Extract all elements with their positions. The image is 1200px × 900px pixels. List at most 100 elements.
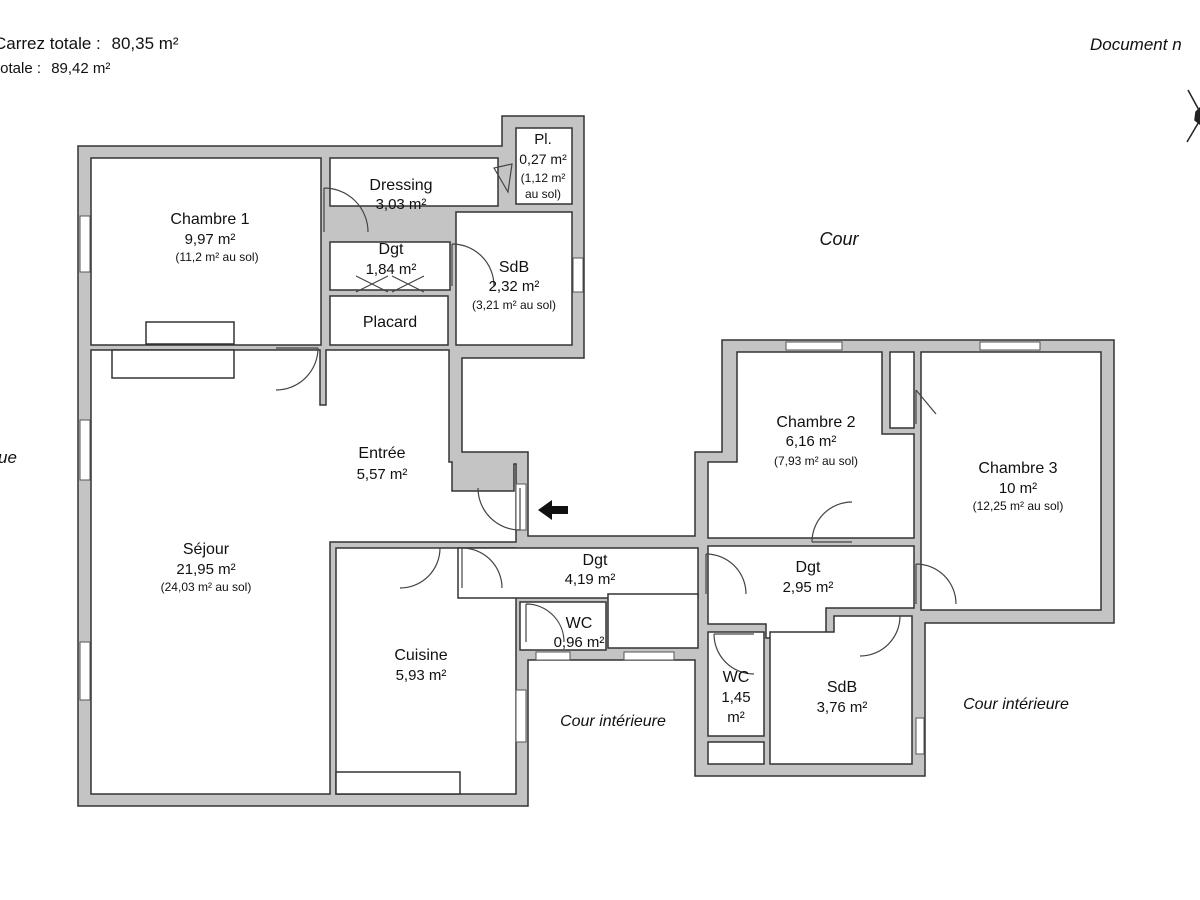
wc-right-name: WC: [723, 669, 750, 686]
cour-interieure-right-label: Cour intérieure: [963, 696, 1069, 713]
door-dgt-top-a: [355, 275, 389, 293]
carrez-total: Carrez totale : 80,35 m²: [0, 34, 179, 54]
sejour-name: Séjour: [183, 541, 230, 558]
door-chambre1: [275, 347, 319, 391]
sdb-top-area: 2,32 m²: [489, 278, 540, 295]
windows: [79, 215, 1041, 755]
room-wc-left: [519, 601, 607, 651]
room-closet-c3: [889, 351, 915, 429]
carrez-label: Carrez totale :: [0, 34, 101, 53]
window: [623, 651, 675, 661]
pl-floor1: (1,12 m²: [521, 171, 566, 185]
room-chambre1: [90, 157, 322, 346]
chambre2-name: Chambre 2: [776, 414, 855, 431]
entree-area: 5,57 m²: [357, 466, 408, 483]
door-chambre2: [811, 501, 853, 543]
chambre1-name: Chambre 1: [170, 211, 249, 228]
document-note: Document n: [1090, 35, 1182, 54]
room-placard-small: [515, 127, 573, 205]
room-chambre1-cabinet: [145, 321, 235, 345]
window: [515, 689, 527, 743]
door-wc-left: [525, 603, 565, 643]
chambre2-area: 6,16 m²: [786, 433, 837, 450]
wc-left-area: 0,96 m²: [554, 634, 605, 651]
cour-interieure-left-label: Cour intérieure: [560, 713, 666, 730]
doors: [275, 163, 957, 675]
door-dgt-right: [705, 553, 747, 595]
surface-total: totale : 89,42 m²: [0, 60, 110, 77]
window: [79, 641, 91, 701]
room-sdb-top: [455, 211, 573, 346]
room-chambre2: [707, 351, 915, 539]
door-entree: [477, 487, 521, 531]
door-sdb-bottom: [859, 615, 901, 657]
door-dgt-mid: [461, 547, 503, 589]
cour-label: Cour: [819, 229, 859, 249]
entree-name: Entrée: [358, 445, 405, 462]
door-chambre3: [915, 563, 957, 605]
chambre3-area: 10 m²: [999, 480, 1037, 497]
pl-area: 0,27 m²: [519, 151, 567, 167]
dgt-mid-area: 4,19 m²: [565, 571, 616, 588]
rooms: [90, 127, 1102, 795]
door-cuisine: [399, 547, 441, 589]
room-chambre3: [920, 351, 1102, 611]
sdb-top-floor: (3,21 m² au sol): [472, 298, 556, 312]
room-sejour-cabinet: [111, 349, 235, 379]
sejour-area: 21,95 m²: [176, 561, 235, 578]
chambre2-floor: (7,93 m² au sol): [774, 454, 858, 468]
room-cuisine-counter: [335, 771, 461, 795]
left-edge-label: ue: [0, 448, 17, 467]
room-placard: [329, 295, 449, 346]
sdb-top-name: SdB: [499, 259, 529, 276]
window: [979, 341, 1041, 351]
window: [79, 215, 91, 273]
chambre3-floor: (12,25 m² au sol): [973, 499, 1064, 513]
door-wc-right: [713, 633, 755, 675]
chambre3-name: Chambre 3: [978, 460, 1057, 477]
dgt-right-name: Dgt: [796, 559, 821, 576]
entrance-arrow-icon: [538, 500, 568, 520]
totale-value: 89,42 m²: [51, 60, 111, 77]
dgt-top-name: Dgt: [379, 241, 404, 258]
sdb-bottom-name: SdB: [827, 679, 857, 696]
room-dgt-mid-ext: [607, 593, 699, 649]
door-sdb-top: [451, 243, 495, 287]
compass-rose-icon: [1186, 89, 1200, 143]
wc-left-name: WC: [566, 615, 593, 632]
dressing-name: Dressing: [369, 177, 432, 194]
chambre1-floor: (11,2 m² au sol): [175, 250, 258, 264]
window: [79, 419, 91, 481]
sdb-bottom-area: 3,76 m²: [817, 699, 868, 716]
dressing-area: 3,03 m²: [376, 196, 427, 213]
door-pl: [493, 163, 513, 194]
room-dressing: [329, 157, 499, 207]
sejour-floor: (24,03 m² au sol): [161, 580, 252, 594]
totale-label: totale :: [0, 60, 42, 77]
window: [785, 341, 843, 351]
door-dressing: [323, 187, 369, 233]
placard-name: Placard: [363, 314, 417, 331]
room-sejour-entree: [90, 349, 517, 795]
window: [572, 257, 584, 293]
wc-right-area2: m²: [727, 709, 745, 726]
door-dgt-top-b: [391, 275, 425, 293]
window: [515, 483, 527, 531]
pl-name: Pl.: [534, 131, 552, 148]
pl-floor2: au sol): [525, 187, 561, 201]
chambre1-area: 9,97 m²: [185, 231, 236, 248]
cuisine-name: Cuisine: [394, 647, 447, 664]
door-c3-closet: [915, 389, 937, 424]
dgt-mid-name: Dgt: [583, 552, 608, 569]
wc-right-area1: 1,45: [721, 689, 750, 706]
room-dgt-mid: [457, 547, 699, 599]
dgt-top-area: 1,84 m²: [366, 261, 417, 278]
carrez-value: 80,35 m²: [111, 34, 179, 53]
window: [535, 651, 571, 661]
dgt-right-area: 2,95 m²: [783, 579, 834, 596]
window: [915, 717, 925, 755]
room-dgt-top: [329, 241, 451, 291]
room-storage-right: [707, 741, 765, 765]
cuisine-area: 5,93 m²: [396, 667, 447, 684]
